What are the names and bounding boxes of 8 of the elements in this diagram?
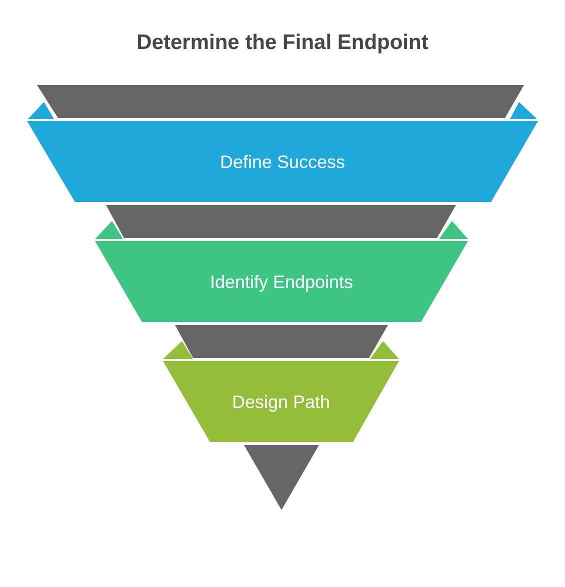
band-label: Define Success: [220, 150, 346, 172]
band-label: Design Path: [232, 390, 330, 412]
band-label: Identify Endpoints: [210, 270, 354, 292]
funnel-tip: [244, 445, 319, 510]
funnel-band: [95, 241, 468, 322]
diagram-title: Determine the Final Endpoint: [136, 30, 430, 56]
funnel-band: [27, 121, 538, 202]
funnel-band: [163, 361, 399, 442]
